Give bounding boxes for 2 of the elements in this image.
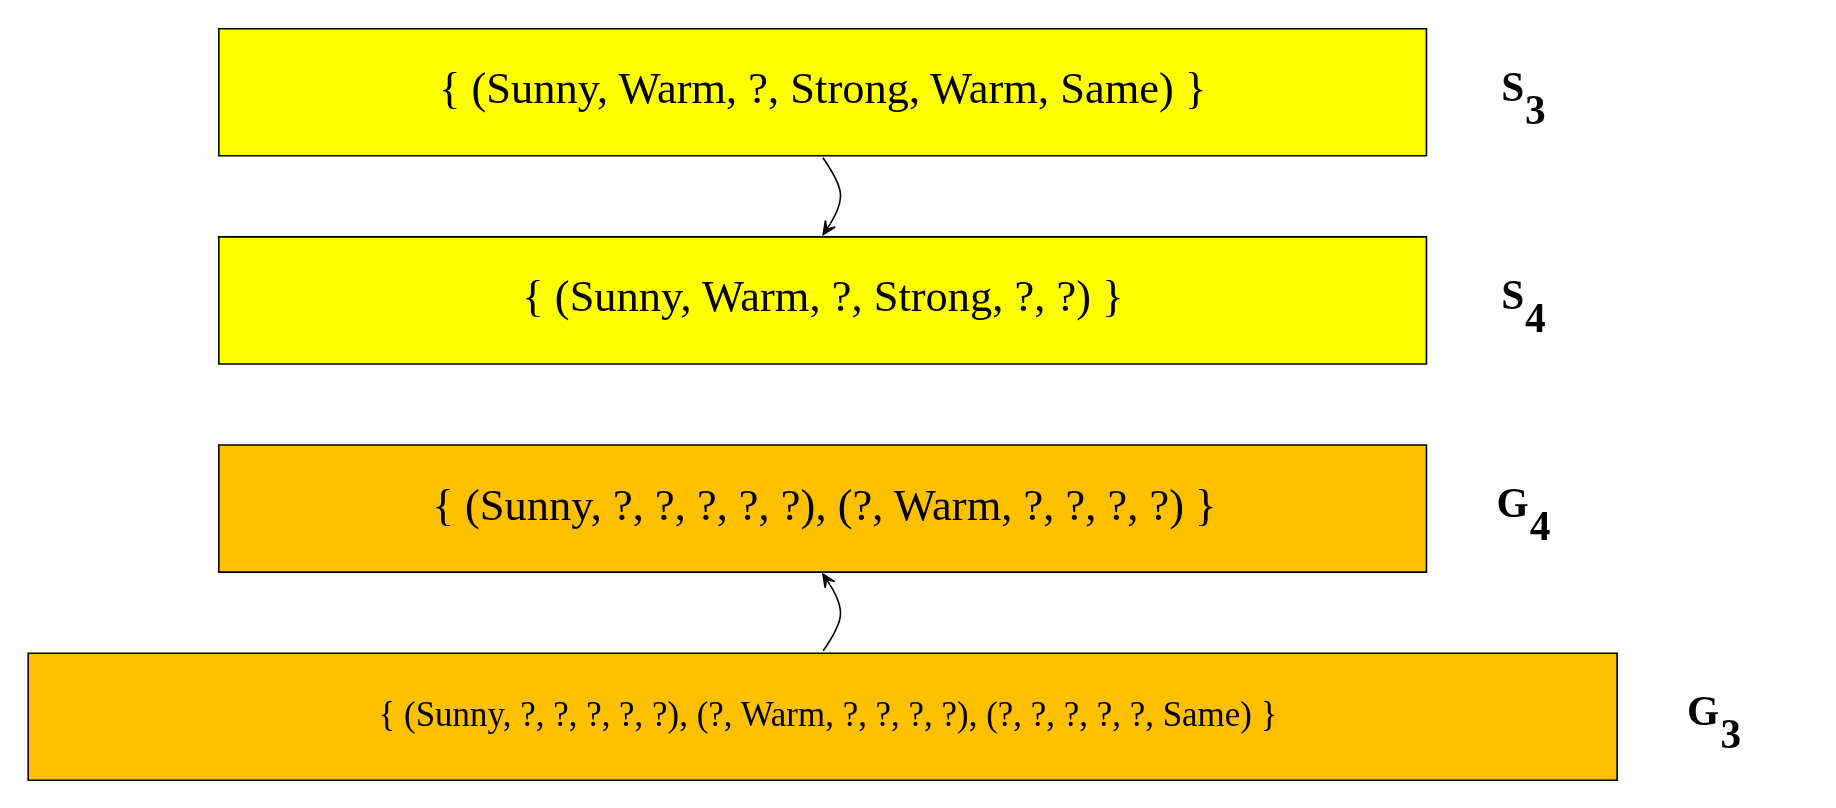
arrow <box>822 156 842 235</box>
arrow <box>822 572 842 652</box>
